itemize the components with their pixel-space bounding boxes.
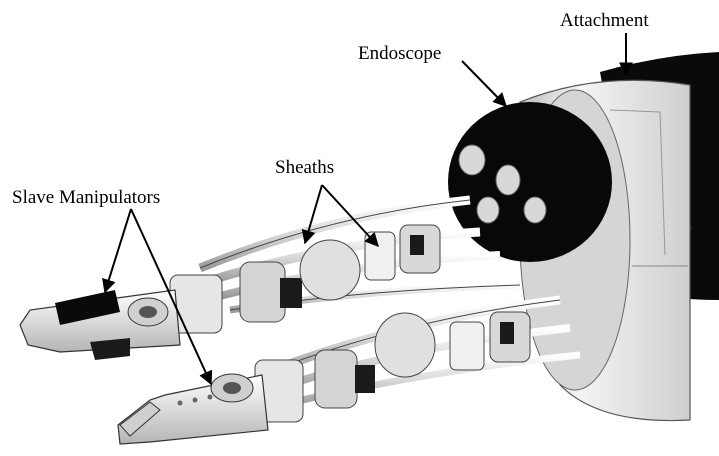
upper-gripper: [20, 290, 180, 360]
sheaths-label: Sheaths: [275, 158, 334, 177]
endoscope-label: Endoscope: [358, 44, 441, 63]
slave-manipulators-label: Slave Manipulators: [12, 188, 160, 207]
endoscope-arrow: [462, 61, 506, 106]
sheaths-arrow-left: [305, 185, 322, 243]
manipulators-arrow-upper: [105, 209, 131, 292]
endoscope-head: [448, 102, 612, 262]
lower-gripper: [118, 374, 268, 444]
attachment-label: Attachment: [560, 11, 649, 30]
